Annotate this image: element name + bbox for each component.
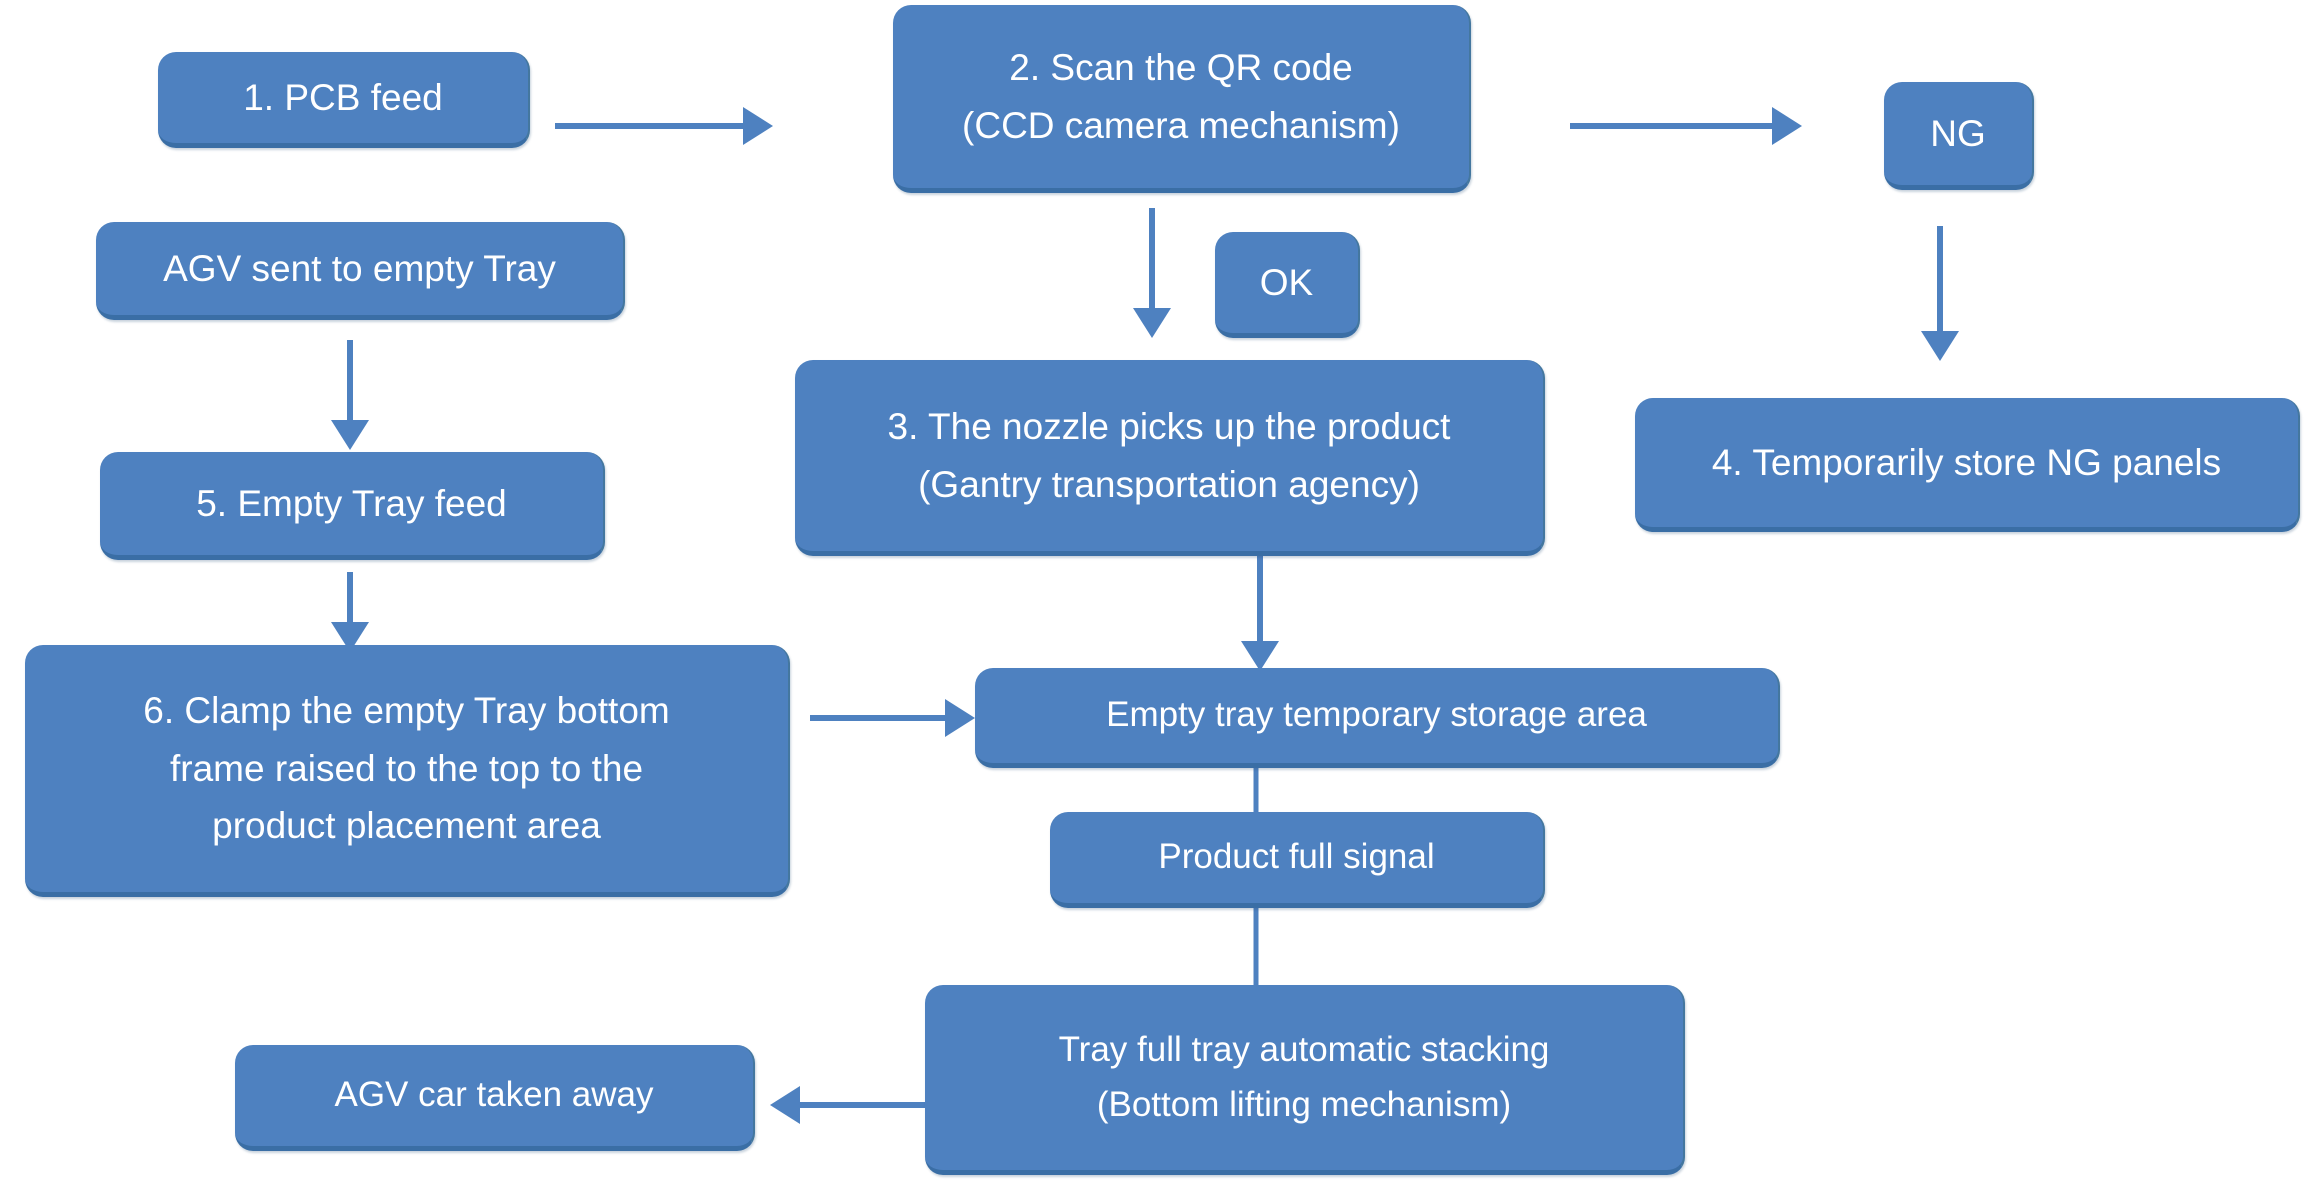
node-store-ng-panels[interactable]: 4. Temporarily store NG panels bbox=[1635, 398, 2300, 532]
node-clamp-empty-tray[interactable]: 6. Clamp the empty Tray bottom frame rai… bbox=[25, 645, 790, 897]
edge-shaft bbox=[1937, 226, 1943, 335]
edge-scan-qr-to-nozzle bbox=[1132, 208, 1172, 338]
node-product-full-signal-line-1: Product full signal bbox=[1158, 837, 1435, 877]
node-ok-label[interactable]: OK bbox=[1215, 232, 1360, 338]
arrowhead-left-icon bbox=[770, 1086, 800, 1124]
node-clamp-line-3: product placement area bbox=[212, 805, 601, 847]
node-pcb-feed[interactable]: 1. PCB feed bbox=[158, 52, 530, 148]
edge-shaft bbox=[1257, 556, 1263, 645]
node-agv-taken-away-line-1: AGV car taken away bbox=[334, 1075, 654, 1115]
node-tray-stacking-line-2: (Bottom lifting mechanism) bbox=[1096, 1084, 1512, 1124]
node-nozzle-line-2: (Gantry transportation agency) bbox=[918, 463, 1420, 505]
node-ng[interactable]: NG bbox=[1884, 82, 2034, 190]
node-empty-tray-storage-line-1: Empty tray temporary storage area bbox=[1106, 695, 1647, 735]
node-tray-full-stacking[interactable]: Tray full tray automatic stacking (Botto… bbox=[925, 985, 1685, 1175]
node-scan-qr[interactable]: 2. Scan the QR code (CCD camera mechanis… bbox=[893, 5, 1471, 193]
edge-clamp-to-empty-tray-storage bbox=[810, 698, 975, 738]
arrowhead-down-icon bbox=[1133, 308, 1171, 338]
node-product-full-signal[interactable]: Product full signal bbox=[1050, 812, 1545, 908]
node-empty-tray-feed[interactable]: 5. Empty Tray feed bbox=[100, 452, 605, 560]
node-tray-stacking-line-1: Tray full tray automatic stacking bbox=[1058, 1030, 1550, 1070]
edge-ng-to-store-ng bbox=[1920, 226, 1960, 361]
node-nozzle-line-1: 3. The nozzle picks up the product bbox=[887, 406, 1451, 448]
node-clamp-line-2: frame raised to the top to the bbox=[169, 747, 644, 789]
node-nozzle-picks-product[interactable]: 3. The nozzle picks up the product (Gant… bbox=[795, 360, 1545, 556]
node-scan-qr-line-2: (CCD camera mechanism) bbox=[962, 104, 1400, 146]
edge-shaft bbox=[796, 1102, 930, 1108]
node-pcb-feed-line-1: 1. PCB feed bbox=[243, 76, 443, 118]
arrowhead-right-icon bbox=[945, 699, 975, 737]
arrowhead-right-icon bbox=[1772, 107, 1802, 145]
node-scan-qr-line-1: 2. Scan the QR code bbox=[1009, 47, 1353, 89]
edge-shaft bbox=[347, 340, 353, 424]
edge-nozzle-to-empty-tray-storage bbox=[1240, 556, 1280, 671]
node-agv-car-taken-away[interactable]: AGV car taken away bbox=[235, 1045, 755, 1151]
node-store-ng-line-1: 4. Temporarily store NG panels bbox=[1711, 441, 2222, 483]
node-empty-tray-storage-area[interactable]: Empty tray temporary storage area bbox=[975, 668, 1780, 768]
node-empty-tray-feed-line-1: 5. Empty Tray feed bbox=[196, 482, 507, 524]
arrowhead-right-icon bbox=[743, 107, 773, 145]
edge-shaft bbox=[810, 715, 949, 721]
edge-shaft bbox=[555, 123, 747, 129]
edge-shaft bbox=[347, 572, 353, 626]
arrowhead-down-icon bbox=[331, 420, 369, 450]
edge-pcb-feed-to-scan-qr bbox=[555, 106, 773, 146]
node-ok-line-1: OK bbox=[1259, 261, 1314, 303]
edge-empty-tray-feed-to-clamp bbox=[330, 572, 370, 652]
node-agv-sent-to-empty-tray[interactable]: AGV sent to empty Tray bbox=[96, 222, 625, 320]
node-agv-sent-line-1: AGV sent to empty Tray bbox=[163, 247, 556, 289]
edge-scan-qr-to-ng bbox=[1570, 106, 1802, 146]
edge-shaft bbox=[1570, 123, 1776, 129]
node-clamp-line-1: 6. Clamp the empty Tray bottom bbox=[143, 690, 670, 732]
node-ng-line-1: NG bbox=[1930, 112, 1986, 154]
edge-shaft bbox=[1149, 208, 1155, 312]
edge-agv-sent-to-empty-tray-feed bbox=[330, 340, 370, 450]
arrowhead-down-icon bbox=[1921, 331, 1959, 361]
arrowhead-down-icon bbox=[1241, 641, 1279, 671]
edge-tray-stacking-to-agv-taken-away bbox=[770, 1085, 930, 1125]
